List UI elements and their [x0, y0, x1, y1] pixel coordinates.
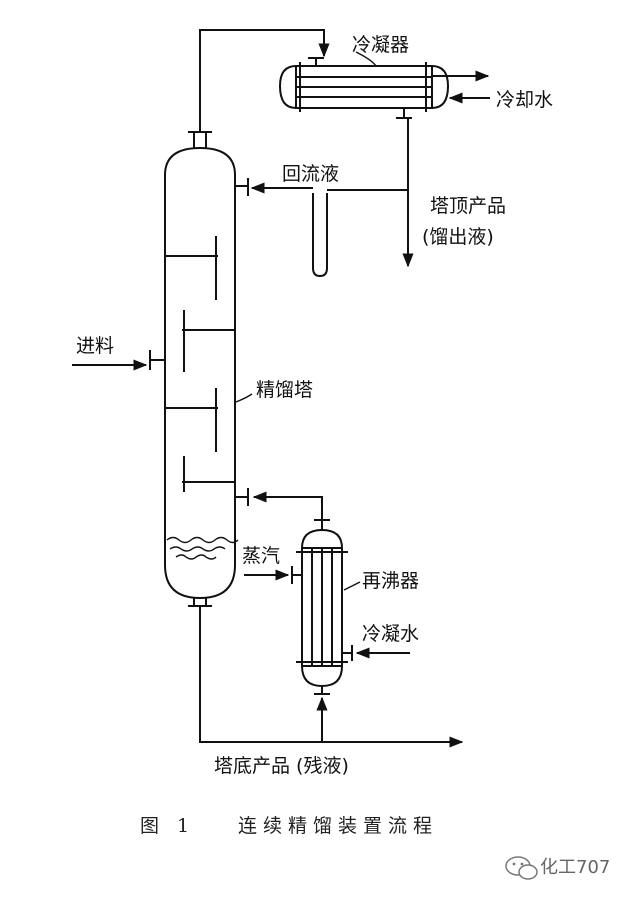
reboiler-top-nozzle [314, 519, 330, 530]
watermark-text: 化工707 [540, 857, 610, 878]
feed-label: 进料 [76, 335, 114, 357]
reboiler-steam-nozzle [291, 566, 302, 584]
distillation-column [149, 131, 249, 607]
reboiler-tubes [311, 548, 333, 666]
piping [72, 29, 490, 748]
condenser-left-head [278, 65, 297, 109]
vapor-return-line [252, 491, 323, 520]
feed-nozzle [149, 350, 165, 370]
wechat-icon [505, 856, 538, 880]
bottom-product-line [199, 606, 464, 748]
condenser-tubes [296, 76, 432, 98]
reflux-label: 回流液 [282, 163, 339, 185]
condenser-label: 冷凝器 [352, 34, 409, 56]
leader-lines [235, 51, 377, 591]
top-product-label: 塔顶产品 [430, 195, 506, 217]
condenser-inlet-nozzle [308, 57, 324, 66]
column-bottom-nozzle [188, 598, 212, 607]
vapor-return-nozzle [235, 488, 249, 506]
reboiler [291, 519, 353, 695]
condensate-label: 冷凝水 [362, 623, 419, 645]
reboiler-label: 再沸器 [362, 570, 419, 592]
vapor-line [199, 29, 330, 132]
cooling-water-label: 冷却水 [496, 89, 553, 111]
column-leader [235, 393, 253, 403]
reboiler-leader [343, 581, 361, 591]
condenser [278, 57, 450, 119]
bottom-product-label: 塔底产品 (残液) [214, 755, 349, 777]
reflux-seal-leg [312, 193, 328, 278]
column-trays [165, 236, 235, 492]
condenser-outlet-nozzle [396, 108, 412, 119]
condenser-tube-sheets [299, 62, 427, 112]
reflux-nozzle [235, 178, 249, 196]
figure-number: 图 1 [140, 815, 195, 837]
column-shell [164, 146, 236, 600]
reboiler-tube-sheets [296, 551, 348, 663]
reboiler-bottom-head [301, 665, 343, 688]
condenser-leader [355, 51, 377, 67]
steam-label: 蒸汽 [242, 545, 280, 567]
distillate-label: (馏出液) [422, 226, 494, 248]
column-bottom-liquid [166, 536, 239, 560]
reboiler-condensate-nozzle [342, 645, 353, 661]
condenser-right-head [431, 65, 450, 109]
figure-title: 连续精馏装置流程 [238, 815, 438, 837]
column-top-nozzle [188, 131, 212, 148]
reboiler-bottom-nozzle [314, 686, 330, 695]
reboiler-top-head [301, 528, 343, 549]
column-label: 精馏塔 [256, 379, 313, 401]
